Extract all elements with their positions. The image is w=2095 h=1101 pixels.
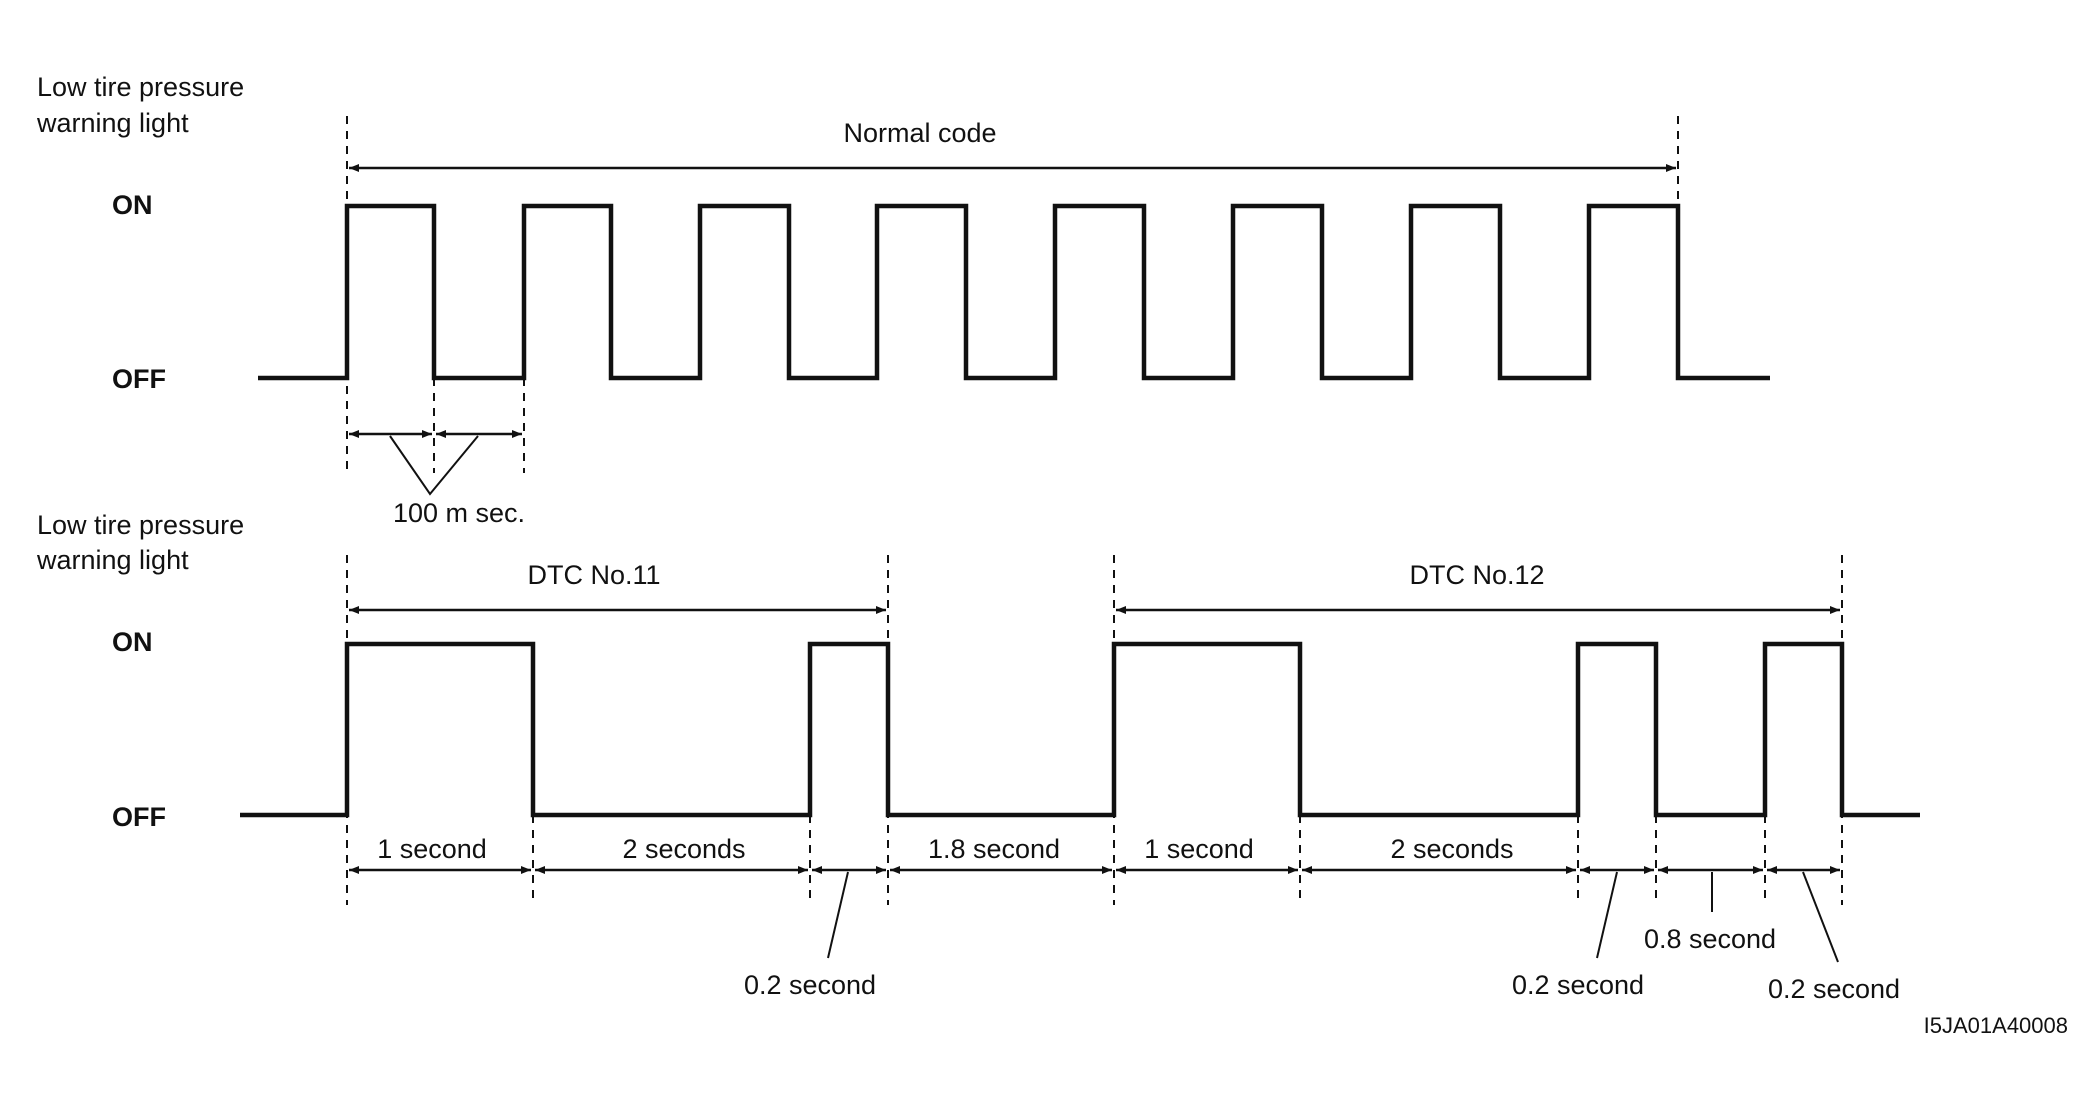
- top-on-label: ON: [112, 190, 153, 220]
- dtc12-long-on-label: 1 second: [1144, 834, 1254, 864]
- between-codes-label: 1.8 second: [928, 834, 1060, 864]
- dtc12-short-on-1-label: 0.2 second: [1512, 970, 1644, 1000]
- dtc12-short-gap-label: 0.8 second: [1644, 924, 1776, 954]
- normal-code-label: Normal code: [843, 118, 996, 148]
- top-off-label: OFF: [112, 364, 166, 394]
- dtc11-gap-label: 2 seconds: [622, 834, 745, 864]
- top-side-label-line2: warning light: [36, 108, 189, 138]
- pulse-duration-leader: [389, 435, 479, 496]
- dtc-waveform: [240, 641, 1920, 818]
- top-timing-diagram: Low tire pressure warning light ON OFF N…: [36, 72, 1770, 528]
- top-side-label-line1: Low tire pressure: [37, 72, 244, 102]
- normal-code-waveform: [258, 203, 1770, 381]
- bottom-side-label-line2: warning light: [36, 545, 189, 575]
- dtc12-short-on-1-leader: [1596, 871, 1618, 959]
- bottom-off-label: OFF: [112, 802, 166, 832]
- pulse-duration-label: 100 m sec.: [393, 498, 525, 528]
- dtc11-short-on-label: 0.2 second: [744, 970, 876, 1000]
- bottom-timing-diagram: Low tire pressure warning light ON OFF D…: [36, 510, 1920, 1004]
- dtc12-short-on-2-label: 0.2 second: [1768, 974, 1900, 1004]
- dtc12-gap-label: 2 seconds: [1390, 834, 1513, 864]
- dtc11-label: DTC No.11: [527, 560, 660, 590]
- dtc11-short-on-leader: [827, 871, 849, 959]
- bottom-side-label-line1: Low tire pressure: [37, 510, 244, 540]
- figure-code: I5JA01A40008: [1924, 1013, 2068, 1038]
- dtc11-long-on-label: 1 second: [377, 834, 487, 864]
- bottom-on-label: ON: [112, 627, 153, 657]
- dtc12-short-on-2-leader: [1802, 871, 1839, 963]
- dtc12-label: DTC No.12: [1409, 560, 1544, 590]
